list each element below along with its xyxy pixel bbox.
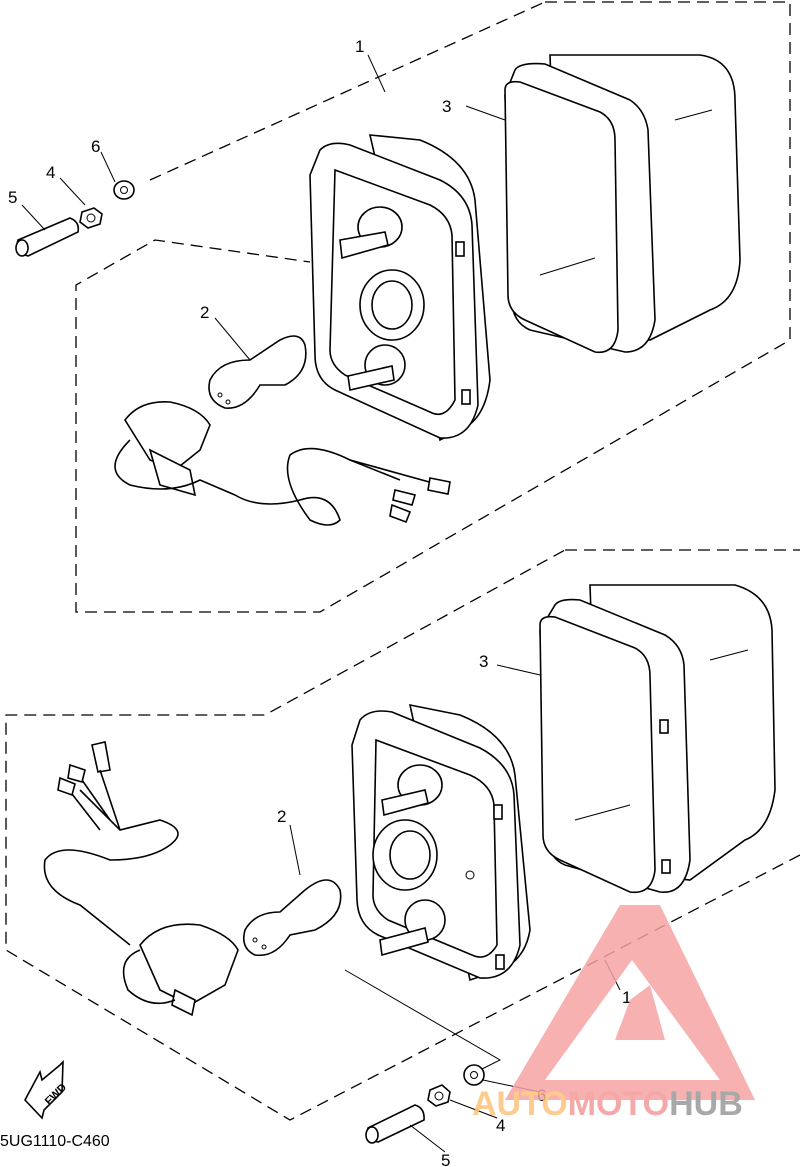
fwd-arrow-icon: FWD [24, 1060, 69, 1120]
lower-boundary [5, 549, 800, 1121]
lower-housing [351, 703, 531, 982]
callout-2-upper: 2 [200, 303, 209, 322]
callout-4-upper: 4 [46, 163, 55, 182]
watermark-text: AUTOMOTOHUB [472, 1085, 743, 1123]
upper-socket [114, 401, 451, 526]
lower-socket [43, 741, 239, 1017]
upper-leaders [21, 54, 506, 361]
callout-3-lower: 3 [479, 652, 488, 671]
callout-5-upper: 5 [8, 188, 17, 207]
callout-3-upper: 3 [442, 97, 451, 116]
lower-assembly: 1 2 3 4 5 6 [5, 549, 800, 1167]
callout-1-upper: 1 [355, 37, 364, 56]
upper-boundary [75, 1, 791, 613]
upper-housing [309, 134, 491, 442]
callout-2-lower: 2 [277, 807, 286, 826]
lower-lens [539, 584, 776, 894]
watermark-logo: AUTOMOTOHUB [472, 905, 755, 1123]
upper-assembly: 1 2 3 4 5 6 [8, 1, 791, 613]
upper-bulb [208, 335, 307, 409]
callout-4-lower: 4 [496, 1116, 505, 1135]
lower-bulb [242, 879, 342, 957]
diagram-code: 5UG1110-C460 [0, 1133, 110, 1150]
callout-6-upper: 6 [91, 137, 100, 156]
callout-1-lower: 1 [622, 988, 631, 1007]
upper-hardware [15, 180, 135, 257]
callout-5-lower: 5 [441, 1151, 450, 1167]
lower-hardware [365, 1064, 485, 1144]
upper-lens [504, 54, 741, 354]
